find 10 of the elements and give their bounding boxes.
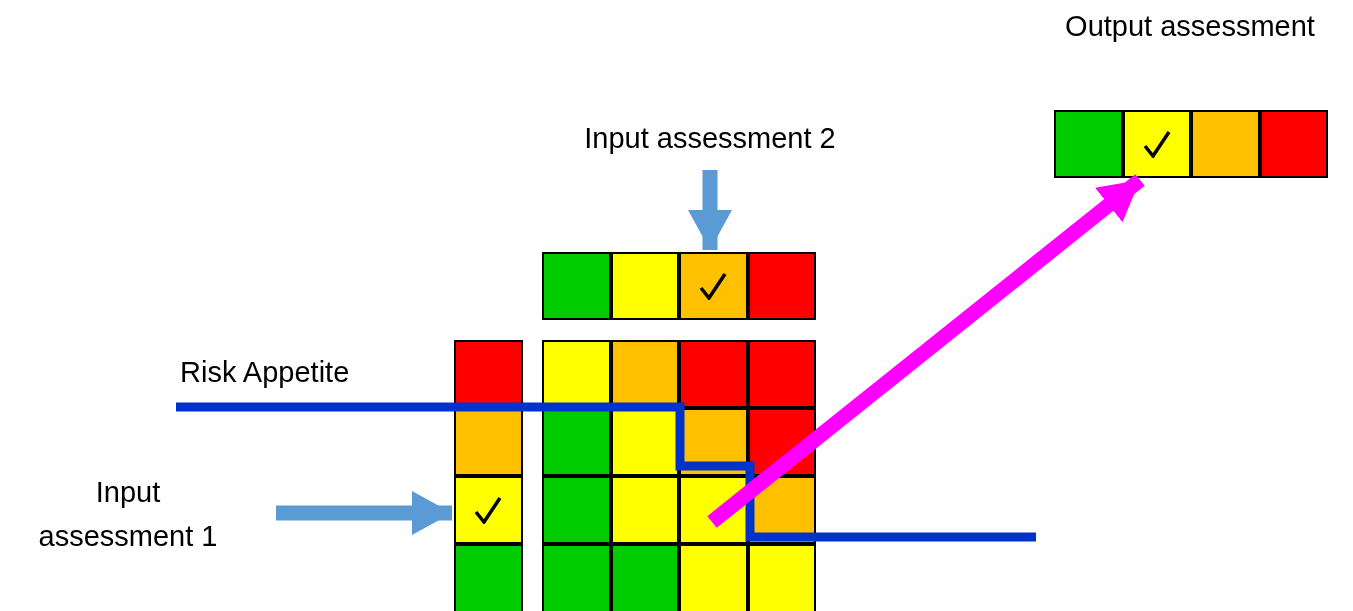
grid-cell — [679, 252, 748, 320]
arrow — [707, 174, 1145, 528]
grid-cell — [454, 476, 523, 544]
text-label: Output assessment — [1064, 9, 1316, 44]
text-label: Risk Appetite — [180, 355, 351, 390]
arrow — [276, 491, 452, 535]
assessment-label: Input assessment 2 — [540, 116, 880, 160]
assessment-label: Input assessment 1 — [28, 470, 228, 558]
arrow — [688, 170, 732, 250]
grid-cell — [1122, 110, 1191, 178]
